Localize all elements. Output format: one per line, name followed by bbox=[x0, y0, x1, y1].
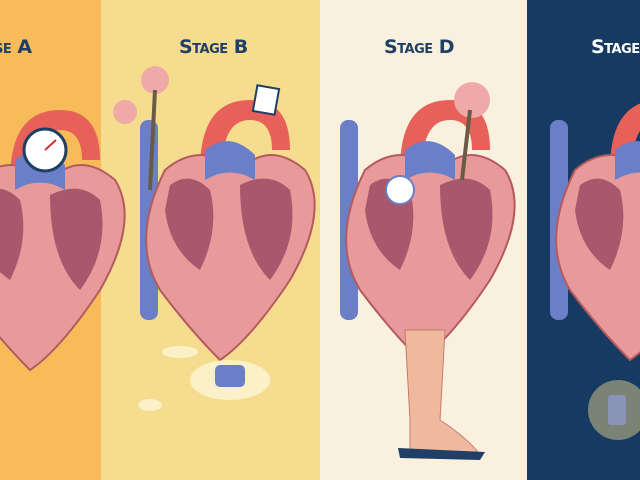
stage-c-title: Stage bbox=[591, 36, 640, 58]
stage-b-title: Stage B bbox=[179, 36, 248, 58]
blood-pressure-gauge-icon bbox=[22, 127, 68, 173]
heart-stage-b bbox=[139, 99, 316, 361]
stage-a-title: se A bbox=[0, 36, 32, 58]
heart-stage-c bbox=[549, 99, 640, 361]
device-callout-icon bbox=[385, 175, 415, 205]
swollen-leg-icon bbox=[398, 329, 485, 460]
glowing-device-icon bbox=[588, 380, 640, 440]
stage-d-title: Stage D bbox=[384, 36, 455, 58]
spilled-pills-icon bbox=[138, 346, 270, 411]
ecg-card-icon bbox=[251, 84, 281, 116]
heart-stage-d bbox=[339, 99, 516, 361]
tree-icon bbox=[454, 82, 490, 181]
tree-icon bbox=[113, 66, 169, 191]
